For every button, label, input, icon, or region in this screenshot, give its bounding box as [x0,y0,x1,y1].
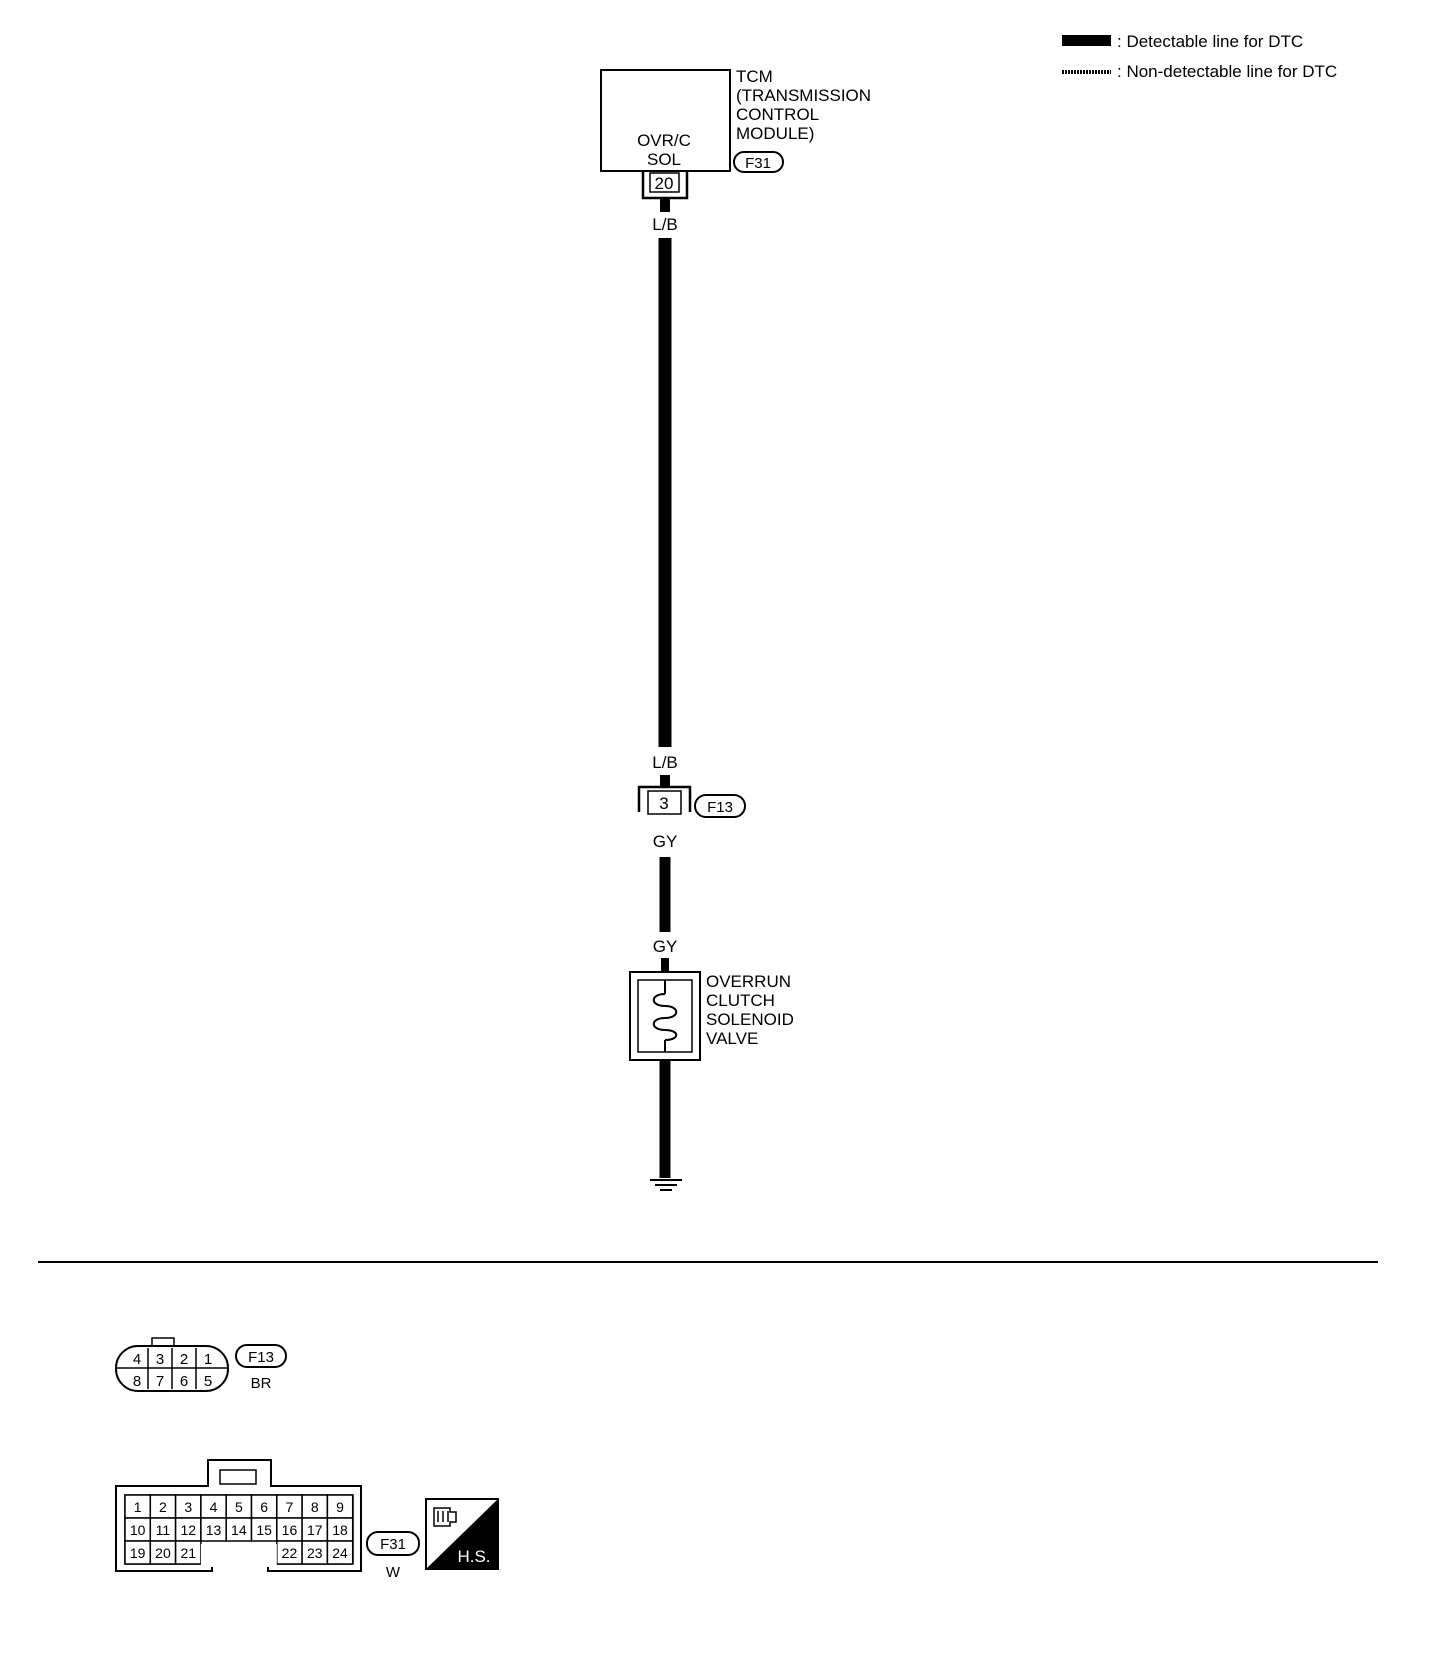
f13-id-oval [235,1344,287,1368]
f31-pin: 10 [130,1522,146,1538]
harness-side-icon [426,1499,498,1569]
f31-pin: 9 [336,1499,344,1515]
f13-color: BR [251,1375,272,1392]
f31-pin: 11 [156,1522,171,1538]
legend-detectable-text: : Detectable line for DTC [1117,32,1303,51]
tcm-inner-line-2: SOL [647,150,681,169]
f31-pin: 21 [180,1545,196,1561]
f13-pin: 7 [156,1373,164,1390]
f13-pin: 8 [133,1373,141,1390]
wire-gy-color: GY [653,937,678,956]
f31-pin: 1 [134,1499,142,1515]
f13-pin: 2 [180,1351,188,1368]
f13-pin: 5 [204,1373,212,1390]
f31-pin: 13 [206,1522,222,1538]
f31-pin: 18 [332,1522,348,1538]
joint-connector: 3 F13 GY [637,785,746,851]
solenoid-label-line-1: OVERRUN [706,972,791,991]
f31-pin: 7 [286,1499,294,1515]
f31-pin: 14 [231,1522,247,1538]
tcm-module: TCM (TRANSMISSION CONTROL MODULE) OVR/C … [600,67,871,200]
f13-pin: 6 [180,1373,188,1390]
f31-pin: 24 [332,1545,348,1561]
coil-icon [652,993,678,1041]
tcm-inner-line-1: OVR/C [637,131,691,150]
harness-side-label: H.S. [457,1547,490,1566]
tcm-label-line-2: (TRANSMISSION [736,86,871,105]
f31-id: F31 [380,1536,406,1553]
wire-lb: L/B L/B [652,198,678,786]
tcm-connector-id: F31 [745,155,771,172]
f31-color: W [386,1564,401,1581]
f31-pin: 2 [159,1499,167,1515]
tcm-label-line-4: MODULE) [736,124,814,143]
legend: : Detectable line for DTC : Non-detectab… [1062,32,1337,81]
f31-pin: 16 [282,1522,298,1538]
wire-color-lower: L/B [652,753,678,772]
solenoid-label-line-2: CLUTCH [706,991,775,1010]
joint-terminal-number: 3 [659,794,668,813]
tcm-terminal-box [649,172,680,193]
wire-gy: GY [653,857,678,972]
joint-connector-oval [694,794,746,818]
tcm-box [600,69,731,172]
overrun-clutch-solenoid: OVERRUN CLUTCH SOLENOID VALVE [629,971,794,1061]
legend-non-detectable-text: : Non-detectable line for DTC [1117,62,1337,81]
f13-id: F13 [248,1349,274,1366]
tcm-terminal-number: 20 [655,174,674,193]
f13-pin: 3 [156,1351,164,1368]
f31-pin-cell [326,1540,354,1565]
wire-color-upper: L/B [652,215,678,234]
f31-id-oval [366,1531,420,1556]
joint-terminal-box [647,790,682,815]
f31-pin: 4 [210,1499,218,1515]
f13-pin: 4 [133,1351,141,1368]
ground [650,1060,682,1191]
f31-pin: 19 [130,1545,146,1561]
tcm-label-line-3: CONTROL [736,105,819,124]
joint-wire-color: GY [653,832,678,851]
tcm-label-line-1: TCM [736,67,773,86]
f31-pin: 20 [155,1545,171,1561]
f31-pin: 17 [307,1522,323,1538]
f13-pin: 1 [204,1351,212,1368]
f31-pin: 12 [180,1522,196,1538]
f31-pin: 3 [184,1499,192,1515]
f31-pin: 22 [282,1545,298,1561]
f31-pin: 23 [307,1545,323,1561]
f31-cutout [200,1544,277,1567]
joint-connector-id: F13 [707,799,733,816]
f31-pin: 5 [235,1499,243,1515]
f31-pin: 15 [256,1522,272,1538]
hand-icon [433,1507,457,1527]
f31-pin: 8 [311,1499,319,1515]
legend-detectable-swatch [1062,35,1111,46]
solenoid-label-line-4: VALVE [706,1029,758,1048]
tcm-connector-oval [733,151,784,173]
f31-pin: 6 [260,1499,268,1515]
f31-latch [219,1469,257,1485]
solenoid-label-line-3: SOLENOID [706,1010,794,1029]
joint-bracket-top [637,785,692,812]
connector-f13-face: 4 3 2 1 8 7 6 5 F13 BR [115,1337,287,1392]
